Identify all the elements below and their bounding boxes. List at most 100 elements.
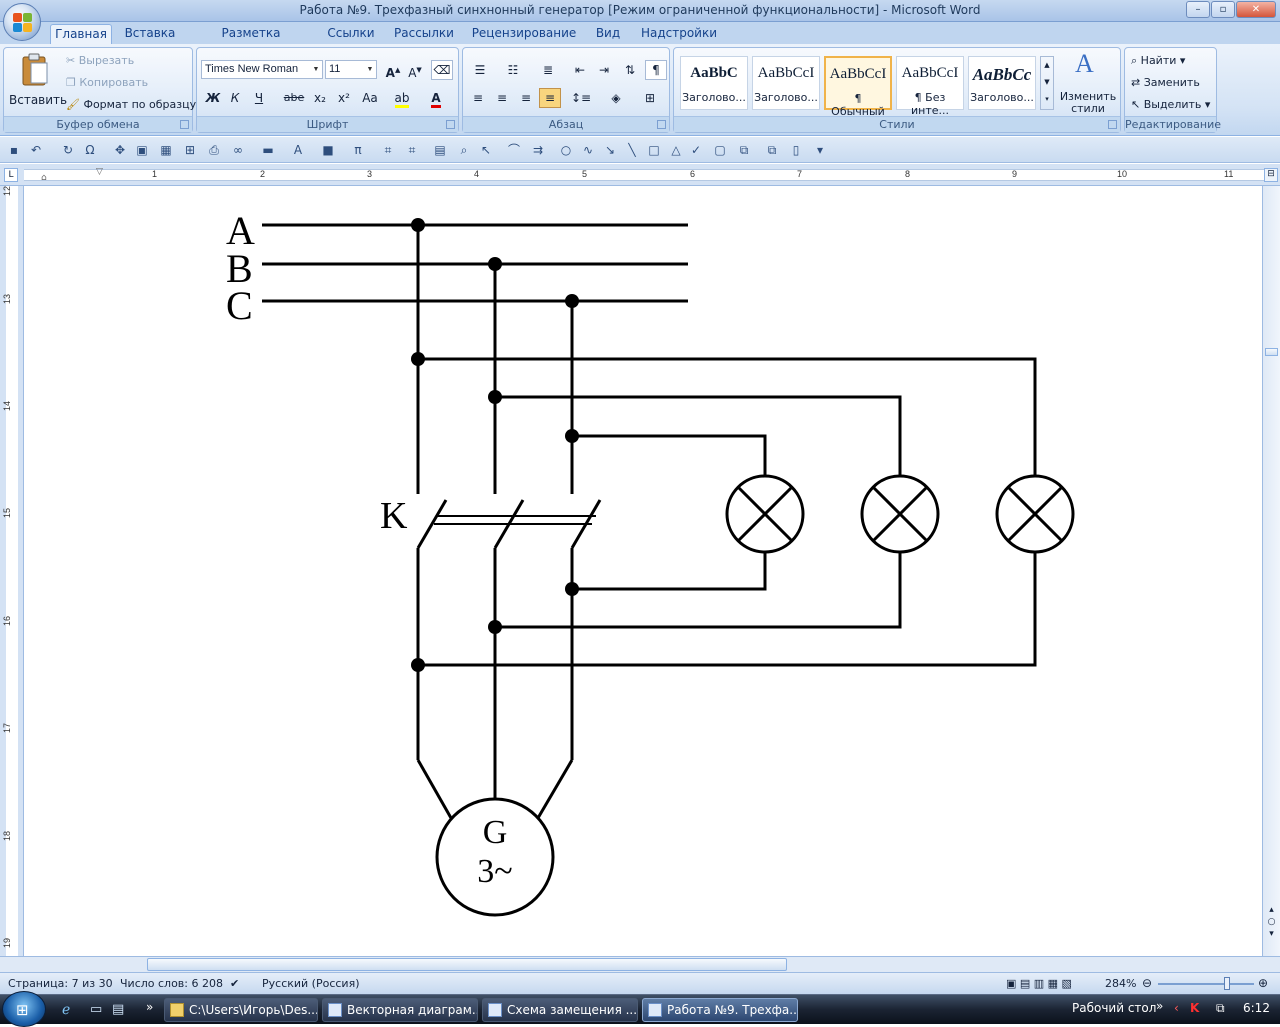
oval-icon[interactable]: ○ <box>560 143 572 157</box>
desktop-toolbar-label[interactable]: Рабочий стол <box>1072 1001 1157 1015</box>
zoom-out-icon[interactable]: ⊖ <box>1142 976 1153 990</box>
tray-chevron-icon[interactable]: » <box>1156 999 1164 1013</box>
save-icon[interactable]: ▪ <box>9 143 19 157</box>
ie-icon[interactable]: ℯ <box>62 1002 71 1018</box>
picture-icon[interactable]: ▣ <box>136 143 148 157</box>
curve-icon[interactable]: ⌒ <box>507 143 520 157</box>
font-launcher[interactable] <box>446 120 455 129</box>
shrink-font-button[interactable]: A▼ <box>408 66 422 80</box>
line-icon[interactable]: ╲ <box>628 143 636 157</box>
document-area[interactable]: A B C K G 3~ <box>24 186 1262 956</box>
ungroup-icon[interactable]: ⌗ <box>408 143 416 157</box>
decrease-indent-button[interactable]: ⇤ <box>569 60 591 80</box>
first-line-indent-icon[interactable]: ▽ <box>96 167 103 177</box>
numbering-button[interactable]: ☷ <box>499 60 527 80</box>
replace-button[interactable]: ⇄ Заменить <box>1131 76 1200 89</box>
tab-review[interactable]: Рецензирование <box>471 26 577 40</box>
clock[interactable]: 6:12 <box>1243 1001 1270 1015</box>
paste-button[interactable]: Вставить <box>8 50 67 112</box>
proofing-icon[interactable]: ✔ <box>230 977 240 990</box>
style-no-spacing[interactable]: AaBbCcI¶ Без инте... <box>896 56 964 117</box>
paragraph-launcher[interactable] <box>657 120 666 129</box>
close-button[interactable]: ✕ <box>1236 1 1276 18</box>
align-center-button[interactable]: ≡ <box>491 88 513 108</box>
view-ruler-button[interactable]: ⊟ <box>1264 168 1278 182</box>
circuit-diagram[interactable]: A B C K G 3~ <box>24 186 1262 956</box>
select-button[interactable]: ↖ Выделить ▾ <box>1131 98 1211 111</box>
language-indicator[interactable]: Русский (Россия) <box>262 977 360 990</box>
vertical-ruler[interactable]: 12 13 14 15 16 17 18 19 <box>0 186 24 956</box>
style-normal[interactable]: AaBbCcI¶ Обычный <box>824 56 892 118</box>
underline-button[interactable]: Ч <box>254 91 264 105</box>
undo-icon[interactable]: ↶ <box>30 143 42 157</box>
multilevel-list-button[interactable]: ≣ <box>533 60 563 80</box>
tab-addins[interactable]: Надстройки <box>640 26 718 40</box>
wordart-icon[interactable]: A <box>293 143 303 157</box>
font-size-combo[interactable]: 11▼ <box>325 60 377 79</box>
grow-font-button[interactable]: A▲ <box>385 66 401 80</box>
show-desktop-icon[interactable]: ▭ <box>90 1002 103 1017</box>
cut-button[interactable]: ✂ Вырезать <box>66 54 134 67</box>
show-marks-button[interactable]: ¶ <box>645 60 667 80</box>
rectangle-fill-icon[interactable]: ■ <box>322 143 334 157</box>
tab-references[interactable]: Ссылки <box>327 26 375 40</box>
pointer-icon[interactable]: ↖ <box>480 143 492 157</box>
align-icon[interactable]: ⇉ <box>532 143 544 157</box>
bold-button[interactable]: Ж <box>205 91 221 105</box>
network-icon[interactable]: ⧉ <box>1216 1001 1225 1015</box>
subscript-button[interactable]: x₂ <box>314 91 326 105</box>
taskbar-item-scheme[interactable]: Схема замещения ... <box>482 998 638 1022</box>
superscript-button[interactable]: x² <box>338 91 350 105</box>
tab-mailings[interactable]: Рассылки <box>394 26 454 40</box>
line-spacing-button[interactable]: ↕≡ <box>567 88 595 108</box>
horizontal-scroll-thumb[interactable] <box>147 958 787 971</box>
redo-icon[interactable]: ↻ <box>62 143 74 157</box>
copy-button[interactable]: ❐ Копировать <box>66 76 148 89</box>
move-icon[interactable]: ✥ <box>114 143 126 157</box>
clipboard-launcher[interactable] <box>180 120 189 129</box>
taskbar-item-work9[interactable]: Работа №9. Трехфа... <box>642 998 798 1022</box>
sort-button[interactable]: ⇅ <box>619 60 641 80</box>
arrange-icon[interactable]: ⧉ <box>739 143 749 157</box>
zoom-icon[interactable]: ⌕ <box>460 143 468 157</box>
highlight-button[interactable]: ab <box>389 88 415 108</box>
freeform-icon[interactable]: ∿ <box>582 143 594 157</box>
equation-icon[interactable]: π <box>354 143 362 157</box>
increase-indent-button[interactable]: ⇥ <box>593 60 615 80</box>
borders-button[interactable]: ⊞ <box>635 88 665 108</box>
horizontal-ruler[interactable]: L 1 2 3 4 5 6 7 8 9 10 11 ⌂ ▽ ⊟ <box>0 164 1280 186</box>
italic-button[interactable]: К <box>230 91 240 105</box>
font-color-button[interactable]: A <box>423 88 449 108</box>
tray-arrow-icon[interactable]: ‹ <box>1174 1001 1179 1015</box>
link-icon[interactable]: ∞ <box>233 143 243 157</box>
styles-scroll[interactable]: ▲▼▾ <box>1040 56 1054 110</box>
zoom-slider-thumb[interactable] <box>1224 977 1230 990</box>
bring-front-icon[interactable]: ⧉ <box>767 143 777 157</box>
format-painter-button[interactable]: 🖌 Формат по образцу <box>66 98 196 111</box>
triangle-icon[interactable]: △ <box>671 143 681 157</box>
office-button[interactable] <box>3 3 41 41</box>
taskbar-item-explorer[interactable]: C:\Users\Игорь\Des... <box>164 998 318 1022</box>
styles-launcher[interactable] <box>1108 120 1117 129</box>
tab-home[interactable]: Главная <box>50 24 112 44</box>
group-icon[interactable]: ⌗ <box>384 143 392 157</box>
change-styles-button[interactable]: A Изменить стили <box>1058 51 1116 115</box>
zoom-level[interactable]: 284% <box>1105 977 1137 990</box>
clear-format-button[interactable]: ⌫ <box>431 60 453 80</box>
find-button[interactable]: ⌕ Найти ▾ <box>1131 54 1186 67</box>
justify-button[interactable]: ≡ <box>539 88 561 108</box>
print-icon[interactable]: ⎙ <box>209 143 219 157</box>
browse-object-buttons[interactable]: ▴○▾ <box>1267 905 1276 939</box>
scroll-thumb[interactable] <box>1265 348 1278 356</box>
strikethrough-button[interactable]: abe <box>283 91 305 104</box>
antivirus-icon[interactable]: K <box>1190 1001 1200 1015</box>
arrow-icon[interactable]: ↘ <box>604 143 616 157</box>
indent-marker-icon[interactable]: ⌂ <box>41 173 47 183</box>
view-buttons[interactable]: ▣ ▤ ▥ ▦ ▧ <box>1006 977 1072 990</box>
textbox-icon[interactable]: ▤ <box>434 143 446 157</box>
taskbar-item-vector[interactable]: Векторная диаграм... <box>322 998 478 1022</box>
spellcheck-icon[interactable]: ✓ <box>690 143 702 157</box>
